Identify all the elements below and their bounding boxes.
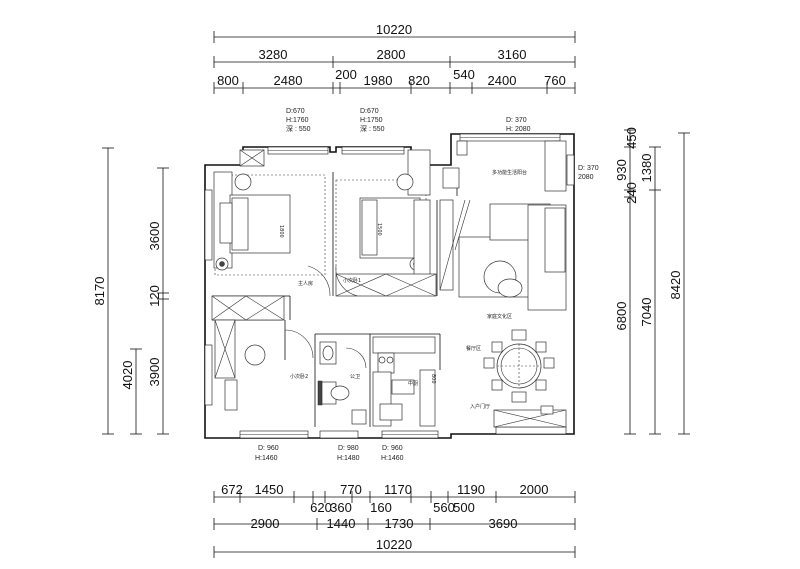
dim-bot-620: 620: [310, 500, 332, 515]
spec6-h: H:1480: [337, 455, 360, 462]
dim-top-800: 800: [217, 73, 239, 88]
dim-left-4020: 4020: [120, 361, 135, 390]
dim-top-760: 760: [544, 73, 566, 88]
dim-bot-360: 360: [330, 500, 352, 515]
dim-bot-500: 500: [453, 500, 475, 515]
dim-left-8170: 8170: [92, 277, 107, 306]
bed1-length: 1800: [278, 225, 284, 238]
dim-top-3160: 3160: [498, 47, 527, 62]
dim-top-3280: 3280: [259, 47, 288, 62]
dim-top-1980: 1980: [364, 73, 393, 88]
spec7-d: D: 960: [382, 445, 403, 452]
dim-bot-1190: 1190: [457, 482, 485, 497]
spec1-h: H:1760: [286, 117, 309, 124]
dim-bot-1730: 1730: [385, 516, 414, 531]
room-balcony: 多功能生活阳台: [492, 169, 527, 176]
dim-right-930: 930: [614, 159, 629, 181]
spec5-d: D: 960: [258, 445, 279, 452]
right-dimensions: 450 930 240 6800 1380 7040 8420: [614, 127, 690, 435]
room-entry: 入户门厅: [470, 403, 490, 410]
room-leisure: 家庭文化区: [487, 313, 512, 320]
spec4-d: D: 370: [578, 165, 599, 172]
spec2-h: H:1750: [360, 117, 383, 124]
master-bedroom: 1800 主人房: [211, 149, 331, 321]
dim-bot-total: 10220: [376, 537, 412, 552]
dim-right-8420: 8420: [668, 271, 683, 300]
spec3-h: H: 2080: [506, 126, 531, 133]
spec6-d: D: 980: [338, 445, 359, 452]
bed2-length: 1500: [376, 223, 382, 236]
windows: [239, 133, 575, 439]
dim-right-1380: 1380: [639, 154, 654, 183]
dim-bot-2000: 2000: [520, 482, 549, 497]
dim-bot-2900: 2900: [251, 516, 280, 531]
spec1-d: D:670: [286, 108, 305, 115]
bathroom: 公卫: [317, 341, 367, 425]
spec5-h: H:1460: [255, 455, 278, 462]
room-small2: 小次卧2: [290, 373, 308, 380]
dim-bot-160: 160: [370, 500, 392, 515]
window-specs: D:670 H:1760 深 : 550 D:670 H:1750 深 : 55…: [255, 108, 599, 462]
dim-top-820: 820: [408, 73, 430, 88]
dim-bot-560: 560: [433, 500, 455, 515]
dim-left-120: 120: [147, 285, 162, 307]
dim-bot-1450: 1450: [255, 482, 284, 497]
bottom-dimensions: 672 1450 770 1170 1190 2000 620 360 160 …: [213, 482, 576, 558]
room-dining: 餐厅区: [466, 345, 481, 352]
dim-top-540: 540: [453, 67, 475, 82]
dim-top-200: 200: [335, 67, 357, 82]
spec2-d: D:670: [360, 108, 379, 115]
living-area: 多功能生活阳台 家庭文化区: [439, 140, 567, 320]
dim-bot-1440: 1440: [327, 516, 356, 531]
dim-right-6800: 6800: [614, 302, 629, 331]
dim-bot-770: 770: [340, 482, 362, 497]
third-bedroom: 小次卧2: [214, 319, 314, 411]
top-dimensions: 10220 3280 2800 3160 800 2480 200 1980 8…: [213, 22, 576, 94]
dim-bot-672: 672: [221, 482, 243, 497]
dining-area: 餐厅区 入户门厅: [466, 329, 567, 428]
room-kitchen: 中厨: [408, 380, 418, 387]
dim-left-3900: 3900: [147, 358, 162, 387]
left-dimensions: 8170 4020 3600 120 3900: [92, 147, 169, 435]
dim-right-450: 450: [624, 127, 639, 149]
dim-right-240: 240: [624, 182, 639, 204]
spec3-d: D: 370: [506, 117, 527, 124]
dim-left-3600: 3600: [147, 222, 162, 251]
dim-top-2480: 2480: [274, 73, 303, 88]
spec2-s: 深 : 550: [360, 124, 385, 133]
kitchen: 中厨 800: [372, 336, 436, 427]
dim-bot-3690: 3690: [489, 516, 518, 531]
dim-top-2400: 2400: [488, 73, 517, 88]
spec1-s: 深 : 550: [286, 124, 311, 133]
dim-top-2800: 2800: [377, 47, 406, 62]
room-small1: 小次卧1: [343, 277, 361, 284]
room-master: 主人房: [298, 280, 313, 287]
dim-bot-1170: 1170: [384, 482, 412, 497]
spec7-h: H:1460: [381, 455, 404, 462]
dim-top-total: 10220: [376, 22, 412, 37]
kitchen-length: 800: [430, 374, 436, 384]
room-bath: 公卫: [350, 374, 360, 380]
dim-right-7040: 7040: [639, 298, 654, 327]
spec4-h: 2080: [578, 174, 594, 181]
second-bedroom: 1500 小次卧1: [335, 149, 437, 297]
